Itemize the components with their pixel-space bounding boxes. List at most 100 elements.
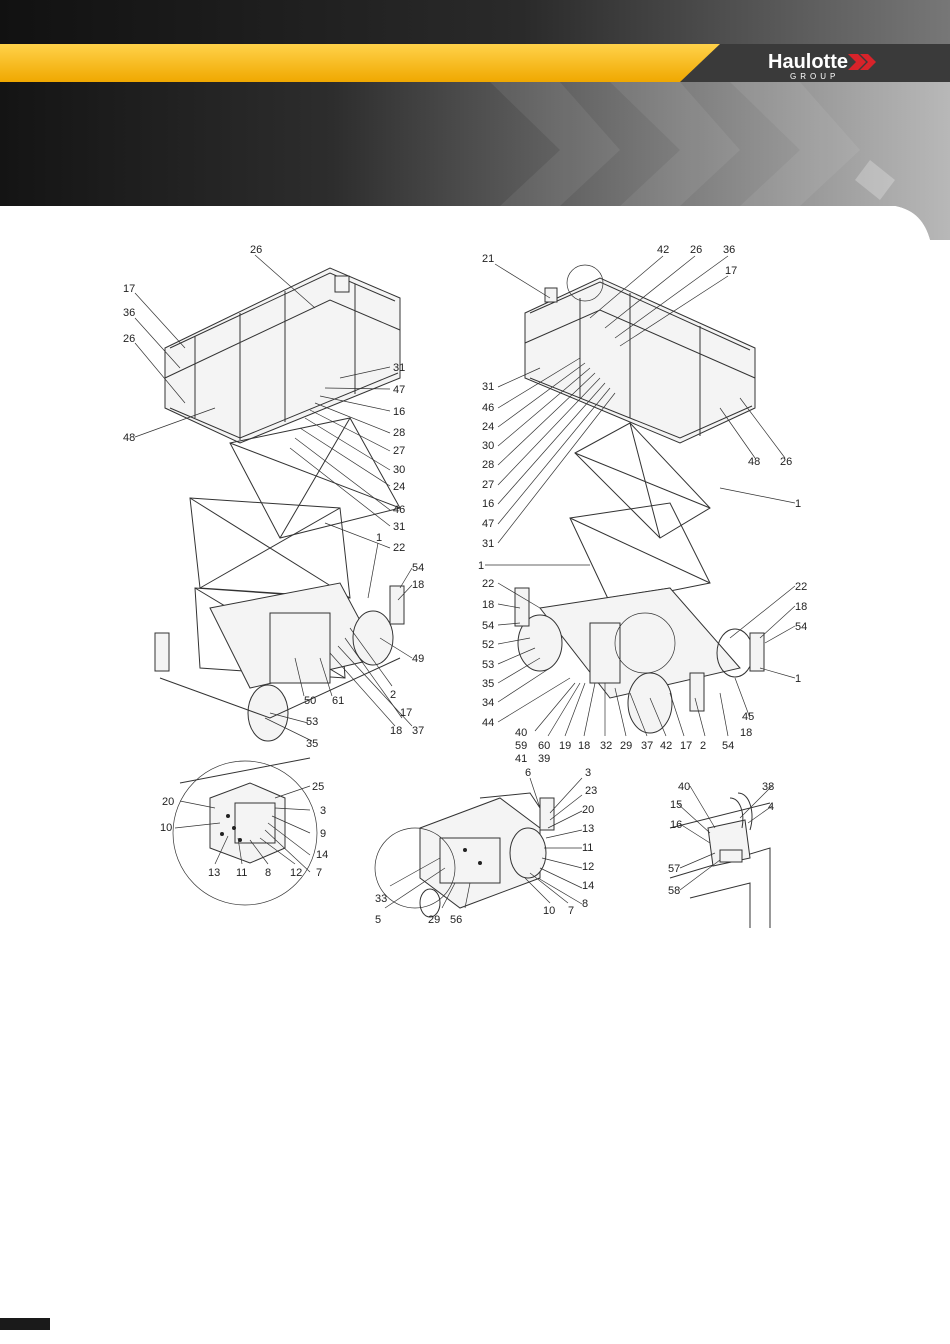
callout: 32: [600, 740, 612, 752]
callout: 56: [450, 914, 462, 926]
callout: 9: [320, 828, 326, 840]
detail-e-illustration: [669, 792, 771, 928]
callout: 27: [482, 479, 494, 491]
callout: 3: [585, 767, 591, 779]
callout: 10: [543, 905, 555, 917]
callout: 6: [525, 767, 531, 779]
callout: 35: [482, 678, 494, 690]
callouts-detail-d: 6 3 23 20 13 11 12 14 8 33 5 29 56 10 7: [375, 767, 597, 926]
callout: 21: [482, 253, 494, 265]
callout: 48: [123, 432, 135, 444]
callout: 4: [768, 801, 774, 813]
callout: 54: [482, 620, 494, 632]
callout: 17: [680, 740, 692, 752]
callout: 1: [795, 673, 801, 685]
callout: 10: [160, 822, 172, 834]
callout: 30: [393, 464, 405, 476]
leader-lines: [134, 254, 796, 909]
callouts-detail-c: 20 10 25 3 9 14 13 11 8 12 7: [160, 781, 328, 879]
callout: 54: [412, 562, 424, 574]
callout: 14: [582, 880, 594, 892]
callout: 28: [482, 459, 494, 471]
parts-diagram-svg: 26 17 36 26 48 31 47 16 28 27 30 24 46 3…: [123, 244, 807, 928]
callout: 3: [320, 805, 326, 817]
footer-bar: [0, 1318, 50, 1330]
callout: 26: [250, 244, 262, 256]
callouts-detail-e: 40 15 16 38 4 57 58: [668, 781, 774, 897]
callout: 52: [482, 639, 494, 651]
callout: 18: [578, 740, 590, 752]
callout: 1: [376, 532, 382, 544]
callout: 1: [795, 498, 801, 510]
machine-right-illustration: [514, 264, 765, 734]
callout: 49: [412, 653, 424, 665]
callout: 48: [748, 456, 760, 468]
callout: 8: [265, 867, 271, 879]
callout: 41: [515, 753, 527, 765]
callout: 54: [722, 740, 734, 752]
callout: 29: [620, 740, 632, 752]
callout: 30: [482, 440, 494, 452]
callout: 40: [678, 781, 690, 793]
callout: 31: [393, 521, 405, 533]
callout: 17: [725, 265, 737, 277]
callout: 45: [742, 711, 754, 723]
callout: 17: [400, 707, 412, 719]
callout: 11: [236, 867, 247, 879]
callout: 2: [700, 740, 706, 752]
callout: 46: [393, 504, 405, 516]
callout: 31: [482, 381, 494, 393]
callout: 22: [795, 581, 807, 593]
callout: 37: [412, 725, 424, 737]
callout: 24: [482, 421, 494, 433]
callout: 53: [306, 716, 318, 728]
callout: 26: [690, 244, 702, 256]
callout: 36: [123, 307, 135, 319]
callout: 60: [538, 740, 550, 752]
callout: 31: [393, 362, 405, 374]
callout: 39: [538, 753, 550, 765]
machine-left-illustration: [154, 267, 405, 742]
callout: 15: [670, 799, 682, 811]
callout: 20: [162, 796, 174, 808]
parts-diagram: 26 17 36 26 48 31 47 16 28 27 30 24 46 3…: [110, 238, 830, 938]
callout: 18: [740, 727, 752, 739]
callout: 37: [641, 740, 653, 752]
callout: 28: [393, 427, 405, 439]
callout: 57: [668, 863, 680, 875]
callouts-machine-right: 21 42 26 36 17 31 46 24 30 28 27 16 47 3…: [478, 244, 807, 765]
callout: 36: [723, 244, 735, 256]
brand-chevron-icon-2: [860, 54, 876, 70]
callout: 22: [482, 578, 494, 590]
brand-chevron-icon: [848, 54, 866, 70]
callout: 42: [660, 740, 672, 752]
callout: 18: [412, 579, 424, 591]
callout: 18: [390, 725, 402, 737]
detail-d-illustration: [374, 792, 555, 918]
callout: 26: [123, 333, 135, 345]
callouts-machine-left: 26 17 36 26 48 31 47 16 28 27 30 24 46 3…: [123, 244, 424, 750]
callout: 14: [316, 849, 328, 861]
callout: 25: [312, 781, 324, 793]
callout: 11: [582, 842, 593, 854]
callout: 42: [657, 244, 669, 256]
callout: 19: [559, 740, 571, 752]
callout: 34: [482, 697, 494, 709]
callout: 22: [393, 542, 405, 554]
callout: 47: [482, 518, 494, 530]
callout: 54: [795, 621, 807, 633]
callout: 40: [515, 727, 527, 739]
callout: 47: [393, 384, 405, 396]
callout: 13: [582, 823, 594, 835]
callout: 8: [582, 898, 588, 910]
callout: 18: [482, 599, 494, 611]
callout: 26: [780, 456, 792, 468]
callout: 38: [762, 781, 774, 793]
callout: 16: [482, 498, 494, 510]
detail-c-illustration: [172, 757, 318, 906]
callout: 58: [668, 885, 680, 897]
callout: 16: [393, 406, 405, 418]
callout: 18: [795, 601, 807, 613]
callout: 35: [306, 738, 318, 750]
callout: 50: [304, 695, 316, 707]
